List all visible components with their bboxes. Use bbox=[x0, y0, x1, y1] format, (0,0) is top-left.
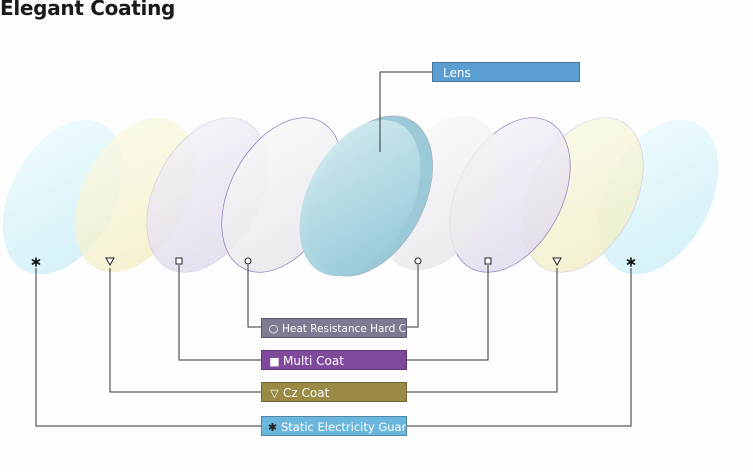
circle-icon: ○ bbox=[268, 322, 279, 335]
heat-resistance-label-text: Heat Resistance Hard Coat bbox=[282, 323, 406, 335]
static-marker-left bbox=[31, 257, 41, 267]
triangle-icon: ▽ bbox=[270, 387, 279, 400]
cz-coat-label: ▽ Cz Coat bbox=[261, 382, 407, 402]
cz-connector bbox=[109, 268, 261, 393]
heat-marker-left bbox=[244, 257, 252, 265]
heat-marker-right bbox=[414, 257, 422, 265]
lens-disc bbox=[299, 119, 421, 277]
cz-marker-left bbox=[105, 257, 115, 267]
lens-label: Lens bbox=[432, 62, 580, 82]
heat-resistance-label: ○Heat Resistance Hard Coat bbox=[261, 318, 407, 338]
lens-connector bbox=[379, 71, 432, 152]
multi-marker-right bbox=[484, 257, 492, 265]
square-icon: ■ bbox=[269, 355, 280, 368]
asterisk-icon: ✱ bbox=[267, 421, 278, 434]
multi-connector-right bbox=[407, 265, 489, 361]
multi-connector bbox=[178, 265, 261, 361]
multi-coat-label: ■Multi Coat bbox=[261, 350, 407, 370]
diagram-title: Elegant Coating bbox=[0, 0, 176, 20]
static-connector-right bbox=[407, 268, 632, 427]
cz-coat-label-text: Cz Coat bbox=[283, 386, 330, 400]
heat-connector bbox=[247, 265, 261, 328]
static-connector bbox=[35, 268, 261, 427]
static-guard-label: ✱Static Electricity Guard bbox=[261, 416, 407, 436]
multi-coat-label-text: Multi Coat bbox=[283, 354, 344, 368]
lens-label-text: Lens bbox=[443, 66, 471, 80]
cz-connector-right bbox=[407, 268, 558, 393]
heat-connector-right bbox=[407, 265, 419, 328]
static-marker-right bbox=[626, 257, 636, 267]
multi-marker-left bbox=[175, 257, 183, 265]
static-guard-label-text: Static Electricity Guard bbox=[281, 420, 407, 434]
cz-marker-right bbox=[552, 257, 562, 267]
